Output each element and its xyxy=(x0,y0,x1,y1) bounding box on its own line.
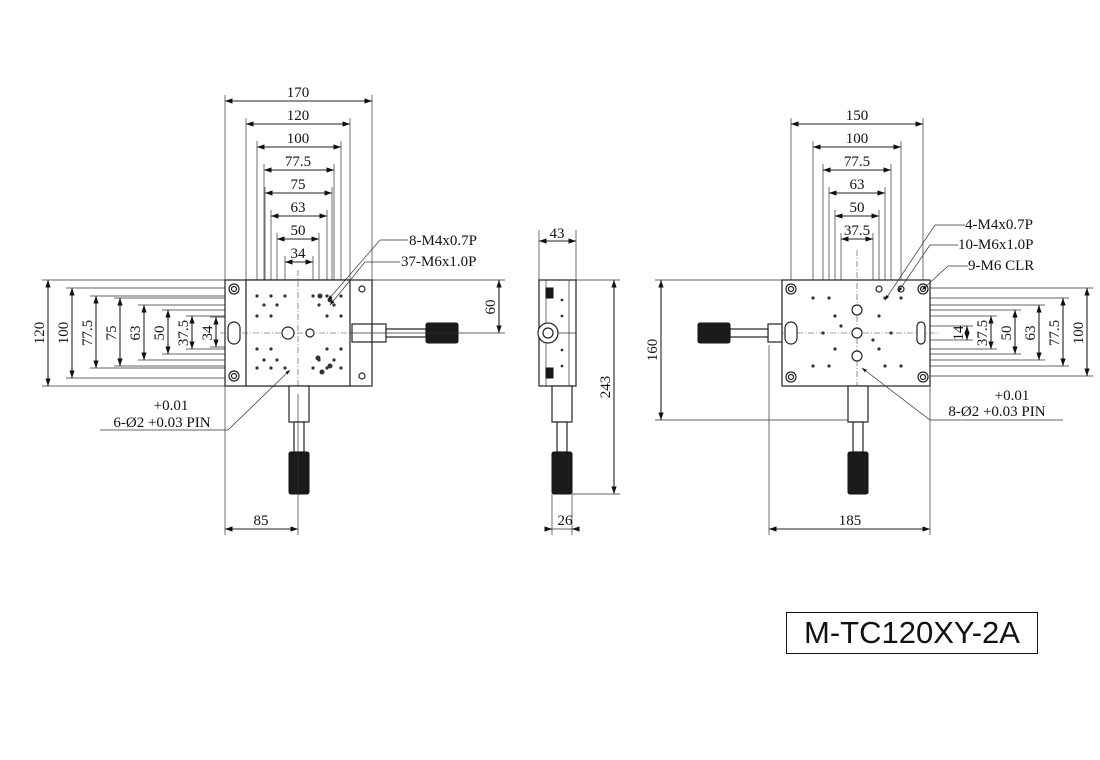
callout-10-m6: 10-M6x1.0P xyxy=(958,237,1033,253)
dim-h-63: 63 xyxy=(291,200,306,216)
pin-label-left: 6-Ø2 +0.03 PIN xyxy=(113,415,210,431)
pin-tolerance-right: +0.01 xyxy=(995,388,1030,404)
right-view: 150 100 77.5 63 50 37.5 160 14 37.5 50 xyxy=(645,108,1093,535)
dim-h-100: 100 xyxy=(287,131,310,147)
pin-tolerance-left: +0.01 xyxy=(154,398,189,414)
callout-9-m6-clr: 9-M6 CLR xyxy=(968,258,1034,274)
dim-r-h-185: 185 xyxy=(839,513,862,529)
dim-r-h-63: 63 xyxy=(850,177,865,193)
dim-r-h-50: 50 xyxy=(850,200,865,216)
dim-h-77-5: 77.5 xyxy=(285,154,311,170)
right-mount-holes xyxy=(784,283,929,383)
dim-h-34: 34 xyxy=(291,246,307,262)
left-tapped-holes xyxy=(255,293,343,375)
dim-v-37-5: 37.5 xyxy=(176,320,192,346)
dim-v-60: 60 xyxy=(483,300,499,315)
dim-h-50: 50 xyxy=(291,223,306,239)
dim-v-120: 120 xyxy=(32,322,48,345)
callout-4-m4: 4-M4x0.7P xyxy=(965,217,1033,233)
dim-side-43: 43 xyxy=(550,226,565,242)
right-tapped-holes xyxy=(811,296,903,368)
dim-r-h-77-5: 77.5 xyxy=(844,154,870,170)
dim-r-v-14: 14 xyxy=(951,325,967,341)
pin-label-right: 8-Ø2 +0.03 PIN xyxy=(948,404,1045,420)
side-micrometer xyxy=(551,451,573,495)
dim-side-26: 26 xyxy=(558,513,574,529)
dim-r-v-160: 160 xyxy=(645,339,661,362)
dim-r-v-50: 50 xyxy=(999,326,1015,341)
model-name: M-TC120XY-2A xyxy=(804,615,1020,650)
dim-h-75: 75 xyxy=(291,177,306,193)
dim-v-63: 63 xyxy=(128,326,144,341)
dim-h-120: 120 xyxy=(287,108,310,124)
right-micrometer-y xyxy=(847,385,869,495)
callout-37-m6: 37-M6x1.0P xyxy=(401,254,476,270)
dim-r-v-63: 63 xyxy=(1023,326,1039,341)
dim-r-v-77-5: 77.5 xyxy=(1047,320,1063,346)
left-micrometer-y xyxy=(288,385,310,495)
model-name-box: M-TC120XY-2A xyxy=(786,612,1038,654)
side-view: 43 243 26 xyxy=(537,226,620,535)
right-micrometer-x xyxy=(697,322,783,344)
dim-r-v-37-5: 37.5 xyxy=(975,320,991,346)
dim-r-h-150: 150 xyxy=(846,108,869,124)
dim-v-75: 75 xyxy=(104,326,120,341)
dim-r-h-100: 100 xyxy=(846,131,869,147)
dim-r-h-37-5: 37.5 xyxy=(844,223,870,239)
left-mount-holes xyxy=(227,283,366,382)
dim-v-34: 34 xyxy=(200,325,216,341)
dim-r-v-100: 100 xyxy=(1071,322,1087,345)
dim-h-170: 170 xyxy=(287,85,310,101)
dim-v-77-5: 77.5 xyxy=(80,320,96,346)
dim-v-50: 50 xyxy=(152,326,168,341)
dim-side-243: 243 xyxy=(598,376,614,399)
dim-v-100: 100 xyxy=(56,322,72,345)
left-view: 170 120 100 77.5 75 63 50 34 xyxy=(32,85,505,535)
dim-h-85: 85 xyxy=(254,513,269,529)
callout-8-m4: 8-M4x0.7P xyxy=(409,233,477,249)
